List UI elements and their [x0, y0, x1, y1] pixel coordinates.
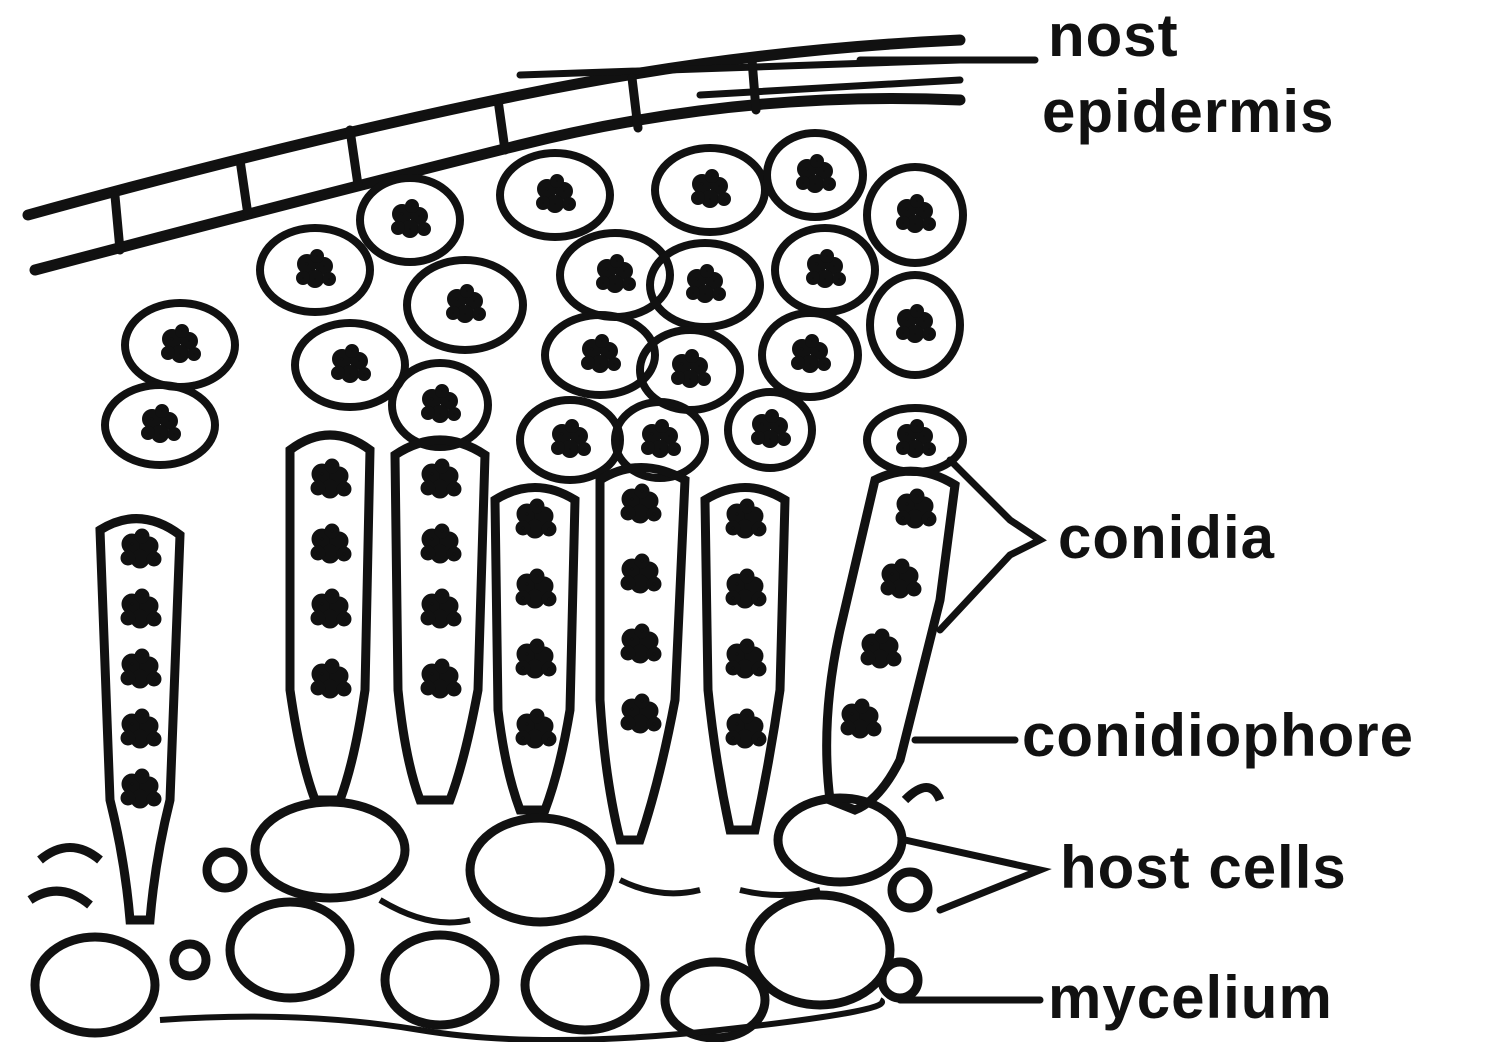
label-host-cells: host cells	[1060, 838, 1347, 898]
label-host-epidermis-line1: nost	[1048, 6, 1179, 66]
conidia-cluster	[105, 133, 963, 480]
label-conidiophore: conidiophore	[1022, 706, 1414, 766]
label-host-epidermis-line2: epidermis	[1042, 82, 1334, 142]
label-mycelium: mycelium	[1048, 968, 1333, 1028]
label-conidia: conidia	[1058, 508, 1275, 568]
conidiophores	[100, 435, 955, 920]
